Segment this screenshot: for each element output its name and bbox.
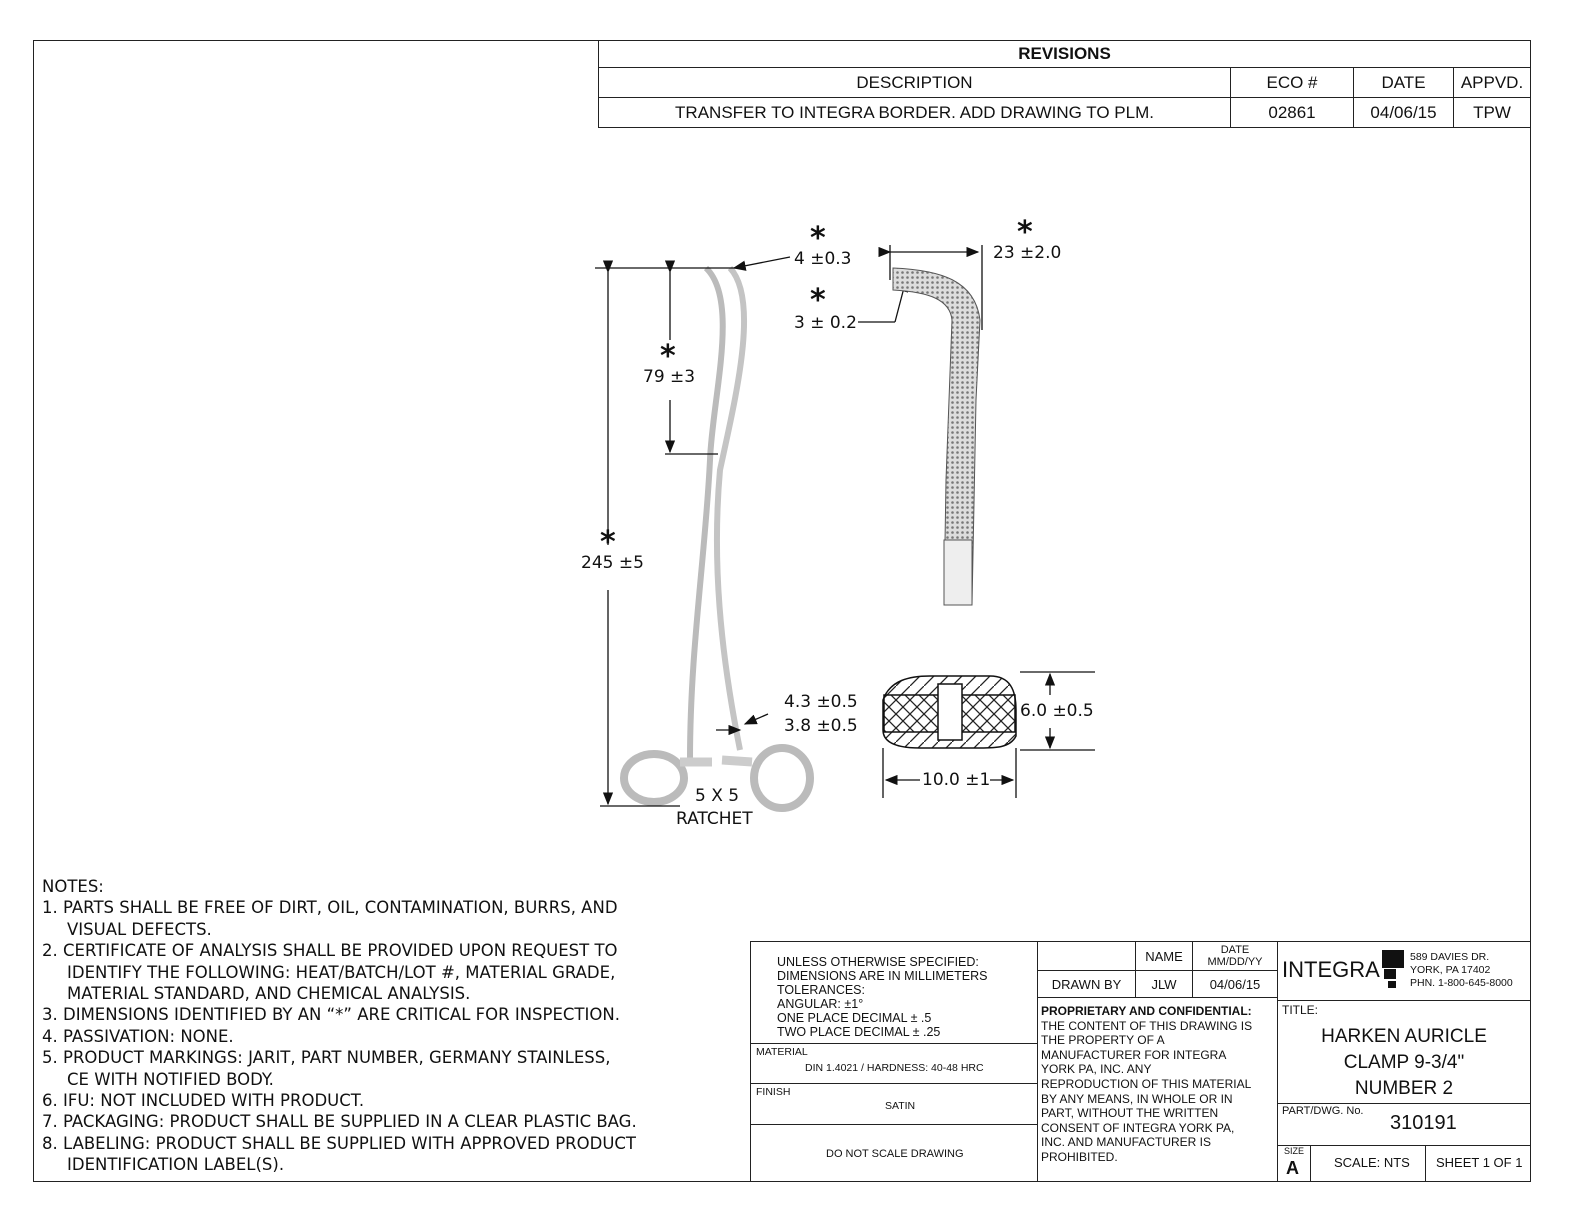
note-item: 8. LABELING: PRODUCT SHALL BE SUPPLIED W… [42,1133,637,1153]
note-continuation: MATERIAL STANDARD, AND CHEMICAL ANALYSIS… [67,984,471,1004]
name-header: NAME [1135,941,1193,971]
critical-marker: * [810,221,826,256]
dim-jaw-length: 79 ±3 [643,367,696,387]
size-label: SIZE [1284,1146,1305,1156]
dim-shank-a: 4.3 ±0.5 [784,692,858,712]
do-not-scale-note: DO NOT SCALE DRAWING [826,1148,964,1160]
note-item: 2. CERTIFICATE OF ANALYSIS SHALL BE PROV… [42,941,618,961]
drawn-by-name: JLW [1135,970,1193,998]
note-continuation: CE WITH NOTIFIED BODY. [67,1069,274,1089]
jaw-cross-section [882,675,1017,749]
dim-ratchet-label: RATCHET [676,809,753,829]
dim-tip-width: 4 ±0.3 [794,249,852,269]
finish-value: SATIN [885,1100,916,1112]
clamp-side-view [620,265,814,812]
dim-shank-b: 3.8 ±0.5 [784,716,858,736]
part-number-label: PART/DWG. No. [1282,1105,1364,1117]
scale: SCALE: NTS [1334,1155,1410,1170]
integra-logo: INTEGRA [1282,957,1380,982]
proprietary-notice: PROPRIETARY AND CONFIDENTIAL: THE CONTEN… [1041,1004,1253,1164]
dim-section-width: 10.0 ±1 [922,770,991,790]
drawn-date: 04/06/15 [1192,970,1278,998]
size-value: A [1286,1158,1299,1178]
material-value: DIN 1.4021 / HARDNESS: 40-48 HRC [805,1062,984,1074]
note-item: 4. PASSIVATION: NONE. [42,1026,234,1046]
note-continuation: IDENTIFY THE FOLLOWING: HEAT/BATCH/LOT #… [67,962,616,982]
critical-marker: * [810,283,826,318]
dim-jaw-curve-width: 23 ±2.0 [993,243,1062,263]
drawn-by-label: DRAWN BY [1037,970,1136,998]
notes-heading: NOTES: [42,877,104,896]
note-item: 1. PARTS SHALL BE FREE OF DIRT, OIL, CON… [42,898,618,918]
critical-marker: * [600,525,616,560]
note-continuation: VISUAL DEFECTS. [67,919,212,939]
critical-marker: * [1017,215,1033,250]
dim-section-height: 6.0 ±0.5 [1020,701,1094,721]
material-label: MATERIAL [756,1046,808,1058]
critical-marker: * [660,339,676,374]
integra-logo-mark [1382,950,1404,988]
part-number: 310191 [1390,1112,1457,1134]
note-item: 7. PACKAGING: PRODUCT SHALL BE SUPPLIED … [42,1112,637,1132]
note-item: 3. DIMENSIONS IDENTIFIED BY AN “*” ARE C… [42,1005,620,1025]
note-item: 6. IFU: NOT INCLUDED WITH PRODUCT. [42,1091,365,1111]
tolerance-spec: UNLESS OTHERWISE SPECIFIED:DIMENSIONS AR… [777,955,988,1039]
title-label: TITLE: [1282,1003,1319,1017]
dimension-lines [595,245,1095,807]
note-continuation: IDENTIFICATION LABEL(S). [67,1155,285,1175]
dim-overall-length: 245 ±5 [581,553,644,573]
jaw-detail-view [892,267,981,606]
dim-ratchet-count: 5 X 5 [695,786,740,806]
rev-approved: TPW [1453,97,1531,128]
dim-jaw-tip-thickness: 3 ± 0.2 [794,313,857,333]
notes: NOTES: 1. PARTS SHALL BE FREE OF DIRT, O… [42,876,637,1176]
note-item: 5. PRODUCT MARKINGS: JARIT, PART NUMBER,… [42,1048,611,1068]
finish-label: FINISH [756,1086,791,1098]
sheet-number: SHEET 1 OF 1 [1436,1155,1523,1170]
